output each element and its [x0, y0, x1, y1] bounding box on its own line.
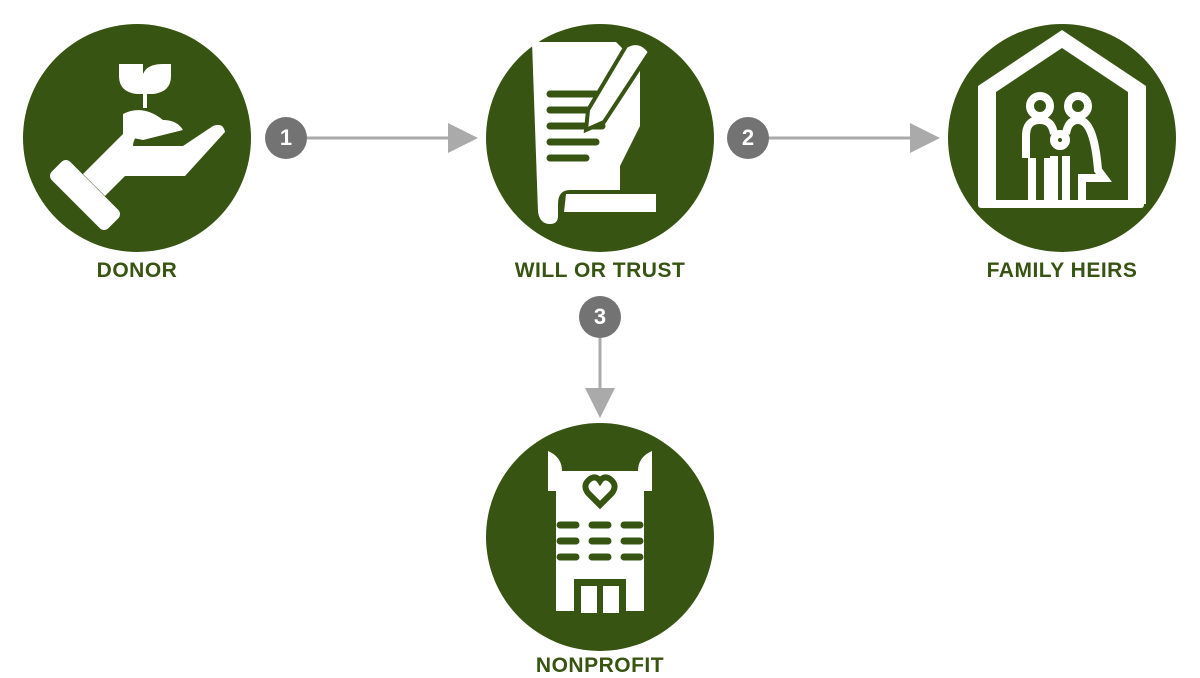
building-with-heart-icon: [548, 451, 652, 613]
hand-with-seedling-icon: [50, 64, 225, 230]
donor-node: [23, 24, 251, 252]
step-2-badge: 2: [727, 117, 769, 159]
donor-label: DONOR: [96, 259, 178, 282]
will-or-trust-node: [486, 24, 714, 252]
nonprofit-node: [486, 423, 714, 651]
step-1-badge: 1: [265, 117, 307, 159]
family-heirs-label: FAMILY HEIRS: [986, 259, 1138, 282]
nonprofit-label: NONPROFIT: [535, 654, 665, 677]
family-heirs-node: [948, 24, 1176, 252]
house-with-family-icon: [978, 30, 1146, 208]
will-or-trust-label: WILL OR TRUST: [514, 259, 686, 282]
step-3-badge: 3: [579, 296, 621, 338]
document-with-pen-icon: [532, 41, 656, 224]
